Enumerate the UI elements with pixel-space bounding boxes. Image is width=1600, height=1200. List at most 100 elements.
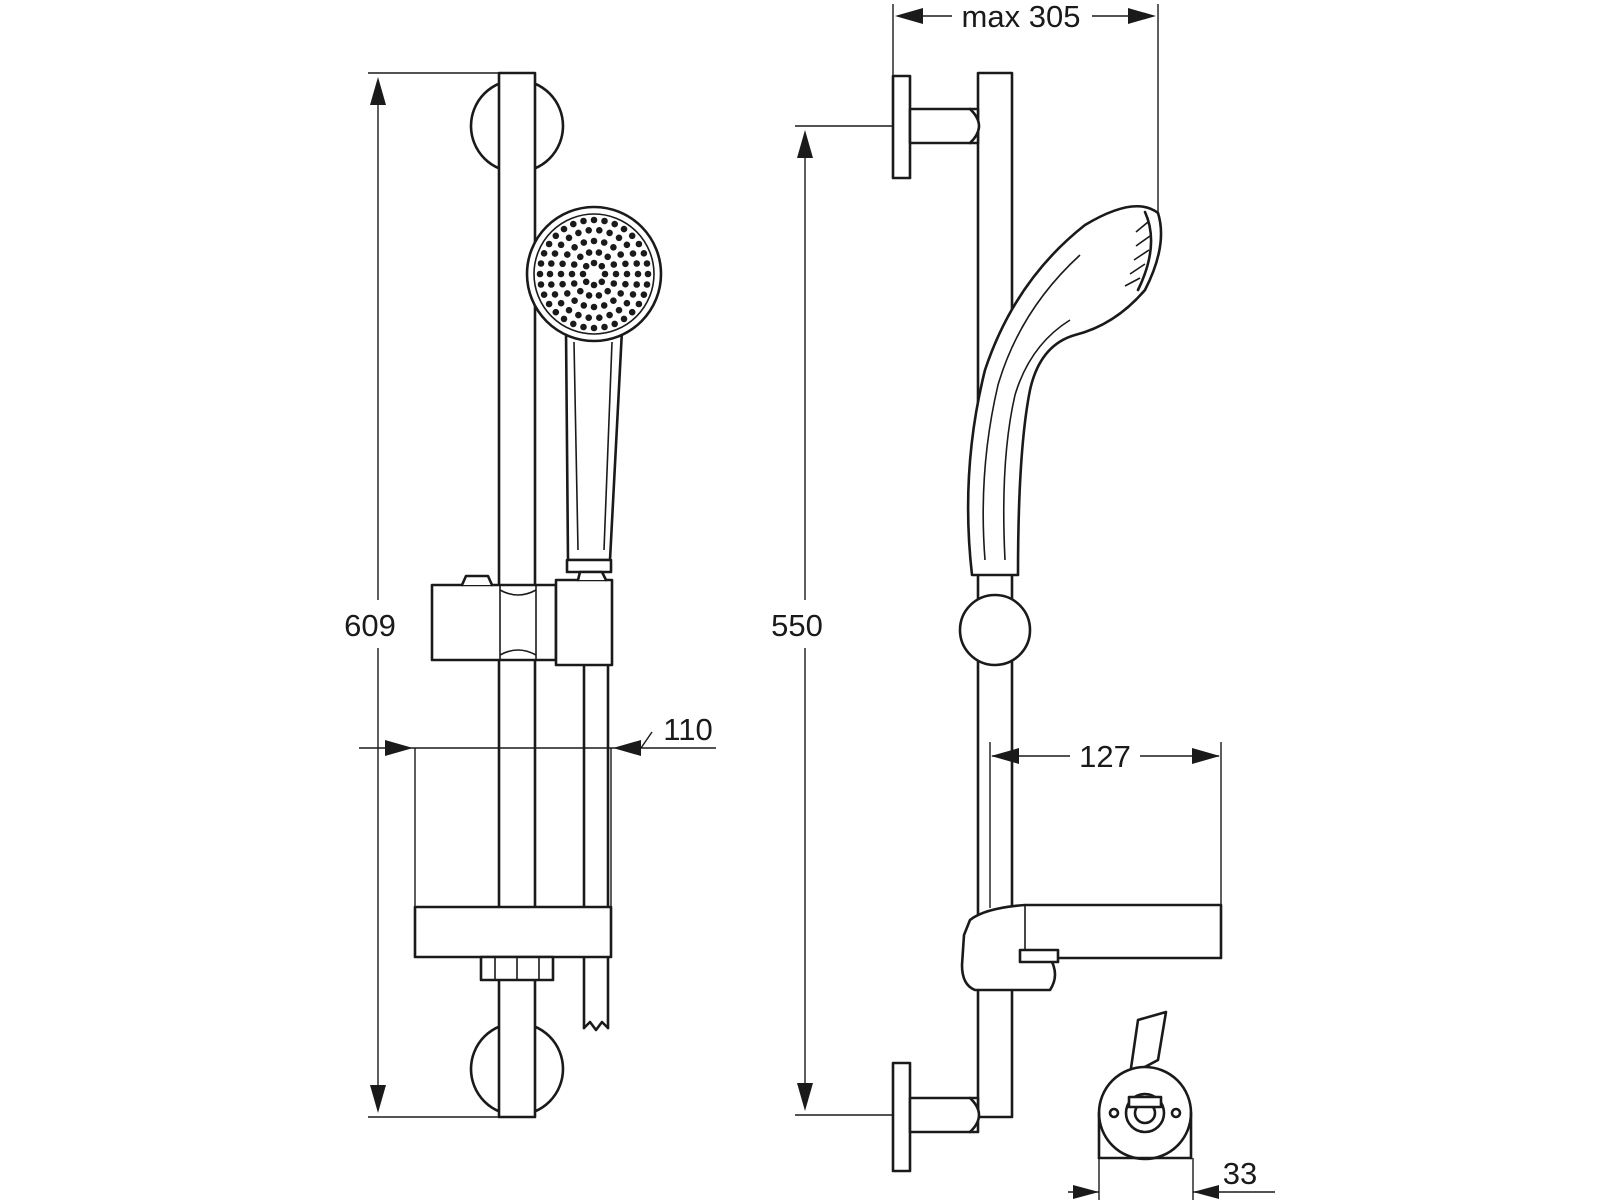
nozzle-hole — [604, 253, 611, 261]
nozzle-hole — [564, 251, 571, 258]
side-soap-dish — [960, 903, 1223, 992]
nozzle-hole — [557, 270, 565, 278]
nozzle-hole — [598, 278, 606, 286]
nozzle-hole — [559, 280, 566, 288]
front-hand-shower — [525, 205, 663, 574]
nozzle-hole — [585, 249, 593, 256]
nozzle-hole — [560, 225, 568, 233]
nozzle-hole — [551, 250, 559, 257]
nozzle-hole — [565, 306, 573, 314]
nozzle-hole — [620, 315, 628, 323]
nozzle-hole — [545, 300, 553, 308]
nozzle-hole — [570, 280, 578, 287]
nozzle-hole — [606, 229, 613, 237]
nozzle-hole — [610, 244, 617, 251]
nozzle-hole — [552, 308, 560, 316]
nozzle-hole — [600, 302, 608, 309]
nozzle-hole — [610, 280, 618, 287]
nozzle-hole — [643, 260, 651, 267]
dimension-label-33: 33 — [1223, 1156, 1257, 1191]
nozzle-hole — [560, 315, 568, 323]
nozzle-hole — [622, 280, 629, 288]
nozzle-hole — [629, 291, 637, 298]
dimension-110: 110 — [359, 712, 716, 907]
nozzle-hole — [595, 249, 603, 256]
nozzle-hole — [582, 278, 590, 286]
nozzle-hole — [559, 260, 566, 268]
dimension-label-127: 127 — [1079, 739, 1131, 774]
nozzle-hole — [628, 308, 636, 316]
shower-nozzles — [536, 216, 652, 332]
nozzle-hole — [611, 320, 618, 328]
side-top-wall-bracket — [891, 74, 981, 180]
nozzle-hole — [643, 281, 651, 288]
nozzle-hole — [565, 234, 573, 242]
nozzle-hole — [590, 259, 598, 267]
nozzle-hole — [585, 292, 593, 299]
nozzle-hole — [585, 227, 592, 234]
dimension-33: 33 — [1068, 1156, 1275, 1200]
nozzle-hole — [570, 261, 578, 268]
nozzle-hole — [623, 241, 631, 249]
nozzle-hole — [590, 216, 598, 224]
nozzle-hole — [564, 290, 571, 297]
nozzle-hole — [601, 217, 608, 225]
nozzle-hole — [640, 250, 648, 257]
nozzle-hole — [580, 323, 587, 331]
nozzle-hole — [570, 320, 577, 328]
nozzle-hole — [629, 250, 637, 257]
nozzle-hole — [571, 297, 578, 305]
side-slider-ball — [958, 593, 1032, 667]
dimension-label-110: 110 — [663, 712, 712, 747]
nozzle-hole — [585, 314, 592, 322]
nozzle-hole — [615, 306, 623, 314]
nozzle-hole — [617, 251, 624, 258]
nozzle-hole — [570, 220, 577, 228]
nozzle-hole — [612, 270, 620, 278]
dimension-label-max-305: max 305 — [962, 0, 1081, 34]
nozzle-hole — [635, 300, 643, 308]
nozzle-hole — [579, 270, 587, 278]
nozzle-hole — [577, 253, 584, 261]
nozzle-hole — [551, 291, 559, 298]
nozzle-hole — [582, 262, 590, 270]
front-soap-dish — [413, 905, 613, 982]
nozzle-hole — [590, 303, 598, 311]
dimension-label-550: 550 — [771, 608, 823, 643]
side-view: 550 max 305 127 — [771, 0, 1223, 1173]
nozzle-hole — [536, 270, 544, 278]
front-view: 609 110 — [344, 71, 716, 1119]
bracket-detail-view: 33 — [1068, 1010, 1275, 1200]
side-hand-shower — [966, 204, 1163, 577]
nozzle-hole — [617, 290, 624, 297]
nozzle-hole — [546, 270, 554, 278]
nozzle-hole — [548, 260, 555, 267]
front-shower-head — [525, 205, 663, 343]
nozzle-hole — [601, 270, 609, 278]
dimension-550: 550 — [771, 125, 893, 1116]
nozzle-hole — [575, 311, 582, 319]
front-slider-holder — [430, 570, 614, 667]
nozzle-hole — [557, 299, 565, 307]
nozzle-hole — [537, 260, 545, 267]
front-hose — [582, 658, 610, 1032]
nozzle-hole — [610, 297, 617, 305]
nozzle-hole — [590, 324, 598, 332]
nozzle-hole — [596, 314, 603, 322]
nozzle-hole — [552, 232, 560, 240]
nozzle-hole — [628, 232, 636, 240]
nozzle-hole — [545, 240, 553, 248]
nozzle-hole — [568, 270, 576, 278]
nozzle-hole — [620, 225, 628, 233]
dimension-max-305: max 305 — [892, 0, 1159, 212]
nozzle-hole — [633, 281, 640, 288]
nozzle-hole — [540, 250, 548, 257]
nozzle-hole — [622, 260, 629, 268]
nozzle-hole — [610, 261, 618, 268]
nozzle-hole — [604, 287, 611, 295]
nozzle-hole — [540, 291, 548, 299]
nozzle-hole — [548, 281, 555, 288]
nozzle-hole — [635, 240, 643, 248]
nozzle-hole — [601, 323, 608, 331]
dimension-127: 127 — [989, 739, 1222, 908]
